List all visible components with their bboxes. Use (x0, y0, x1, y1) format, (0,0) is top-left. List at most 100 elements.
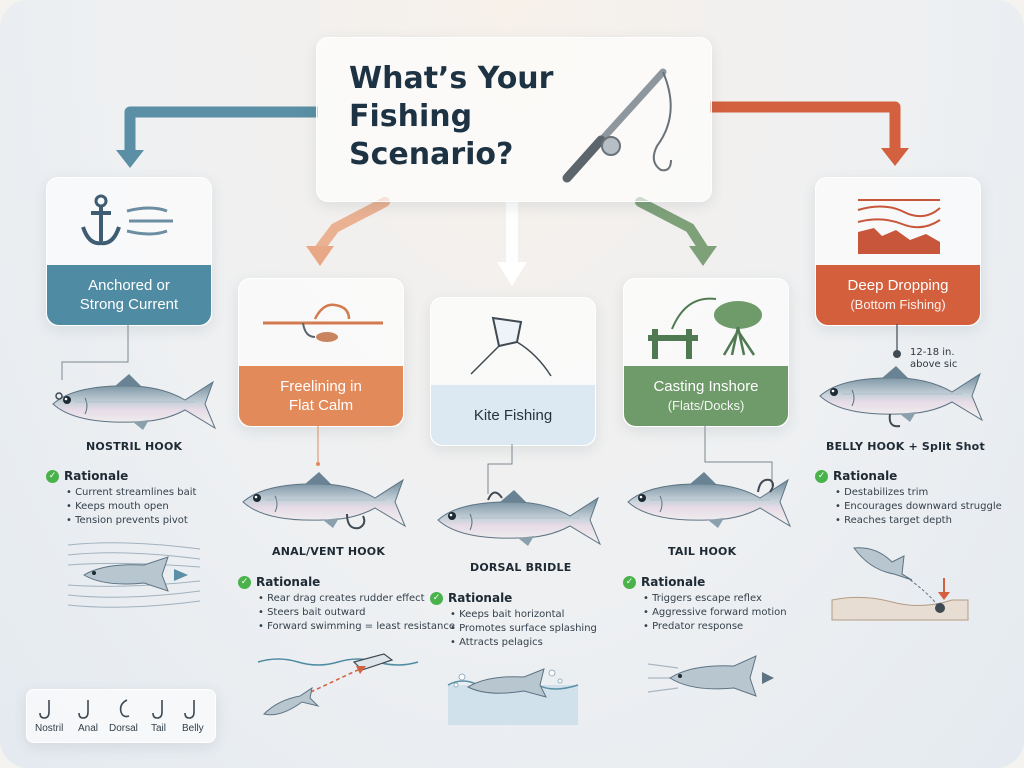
scenario-label-anchored-line1: Anchored or (88, 277, 170, 294)
rationale-casting: ✓ Rationale Triggers escape reflex Aggres… (623, 574, 787, 634)
title-line-3: Scenario? (349, 137, 514, 172)
legend-label-nostril: Nostril (35, 723, 64, 734)
check-icon: ✓ (46, 469, 59, 483)
scenario-label-deep-line1: Deep Dropping (847, 277, 949, 294)
bait-fish-nostril (52, 373, 216, 431)
scenario-label-freelining-line1: Freelining in (280, 378, 362, 395)
arrow-to-casting (635, 197, 708, 253)
hook-label-belly: BELLY HOOK + Split Shot (826, 440, 985, 453)
freelining-illustration (257, 653, 419, 716)
hook-label-nostril: NOSTRIL HOOK (86, 440, 183, 453)
dock-and-mangrove-icon (648, 297, 762, 359)
scenario-card-kite: Kite Fishing (430, 297, 596, 446)
nostril-hook-icon (39, 700, 50, 719)
hook-label-anal: ANAL/VENT HOOK (272, 545, 386, 558)
scenario-label-anchored-line2: Strong Current (79, 296, 179, 313)
rationale-title-kite: Rationale (448, 591, 513, 605)
rationale-point-anchored-3: Tension prevents pivot (66, 514, 196, 528)
legend-label-dorsal: Dorsal (109, 723, 138, 734)
arrow-to-freelining (315, 197, 390, 253)
scenario-label-freelining-line2: Flat Calm (288, 397, 354, 414)
scenario-card-casting: Casting Inshore (Flats/Docks) (623, 278, 789, 427)
legend-label-anal: Anal (78, 723, 99, 734)
depth-note-line2: above sic (910, 359, 958, 370)
tail-hook-icon (152, 700, 163, 719)
bait-fish-anal (242, 471, 406, 530)
legend-label-belly: Belly (182, 723, 204, 734)
rationale-point-casting-3: Predator response (643, 620, 787, 634)
anchor-and-current-icon (81, 194, 173, 246)
hook-icons (39, 699, 195, 719)
arrow-head-casting (689, 246, 717, 266)
scenario-band-deep: Deep Dropping (Bottom Fishing) (816, 265, 980, 325)
scenario-band-casting: Casting Inshore (Flats/Docks) (624, 366, 788, 426)
rationale-deep: ✓ Rationale Destabilizes trim Encourages … (815, 468, 1002, 528)
rationale-title-anchored: Rationale (64, 469, 129, 483)
bait-fish-tail (627, 471, 791, 529)
rationale-point-anchored-2: Keeps mouth open (66, 500, 196, 514)
rationale-freelining: ✓ Rationale Rear drag creates rudder effe… (238, 574, 455, 634)
rationale-point-freelining-1: Rear drag creates rudder effect (258, 592, 455, 606)
scenario-label-deep-line2: (Bottom Fishing) (850, 297, 946, 312)
rationale-point-freelining-2: Steers bait outward (258, 606, 455, 620)
scenario-card-deep: Deep Dropping (Bottom Fishing) (815, 177, 981, 326)
scenario-label-kite: Kite Fishing (473, 406, 553, 424)
rationale-title-deep: Rationale (833, 469, 898, 483)
depth-note-line1: 12-18 in. (910, 347, 955, 358)
rationale-point-kite-3: Attracts pelagics (450, 636, 597, 650)
rationale-point-casting-2: Aggressive forward motion (643, 606, 787, 620)
escape-reflex-illustration (647, 655, 774, 697)
check-icon: ✓ (430, 591, 443, 605)
scenario-band-kite: Kite Fishing (431, 385, 595, 445)
arrow-to-deep (710, 101, 901, 150)
rationale-kite: ✓ Rationale Keeps bait horizontal Promote… (430, 590, 597, 650)
rationale-title-casting: Rationale (641, 575, 706, 589)
rationale-point-deep-2: Encourages downward struggle (835, 500, 1002, 514)
rationale-point-freelining-3: Forward swimming = least resistance (258, 620, 455, 634)
hook-on-line-icon (263, 303, 383, 342)
rationale-point-kite-1: Keeps bait horizontal (450, 608, 597, 622)
scenario-band-freelining: Freelining in Flat Calm (239, 366, 403, 426)
fishing-rod-icon (562, 68, 672, 183)
check-icon: ✓ (238, 575, 251, 589)
surface-splash-illustration (447, 668, 579, 725)
rationale-point-kite-2: Promotes surface splashing (450, 622, 597, 636)
arrow-head-anchored (116, 150, 144, 168)
rationale-title-freelining: Rationale (256, 575, 321, 589)
rationale-point-deep-1: Destabilizes trim (835, 486, 1002, 500)
arrow-head-deep (881, 148, 909, 166)
scenario-band-anchored: Anchored or Strong Current (47, 265, 211, 325)
current-flow-illustration (67, 542, 201, 608)
title-line-2: Fishing (349, 99, 473, 134)
anal-hook-icon (78, 700, 89, 719)
hook-label-dorsal: DORSAL BRIDLE (470, 561, 572, 574)
check-icon: ✓ (815, 469, 828, 483)
depth-profile-icon (857, 199, 941, 254)
arrow-head-kite (497, 262, 527, 286)
legend-label-tail: Tail (151, 723, 167, 734)
bait-fish-dorsal (437, 489, 601, 547)
arrow-to-anchored (124, 106, 318, 152)
scenario-card-freelining: Freelining in Flat Calm (238, 278, 404, 427)
rationale-anchored: ✓ Rationale Current streamlines bait Keep… (46, 468, 196, 528)
title-line-1: What’s Your (349, 61, 554, 96)
scenario-label-casting-line1: Casting Inshore (653, 378, 759, 395)
hook-legend: Nostril Anal Dorsal Tail Belly (26, 689, 216, 743)
belly-hook-icon (184, 700, 195, 719)
title-card: What’s Your Fishing Scenario? (316, 37, 712, 202)
rationale-point-deep-3: Reaches target depth (835, 514, 1002, 528)
bait-fish-belly (819, 365, 983, 428)
arrow-head-freelining (306, 246, 334, 266)
bottom-depth-illustration (831, 547, 969, 621)
hook-label-tail: TAIL HOOK (668, 545, 737, 558)
depth-note: 12-18 in. above sic (910, 347, 957, 371)
dorsal-hook-icon (119, 699, 130, 718)
check-icon: ✓ (623, 575, 636, 589)
rationale-point-casting-1: Triggers escape reflex (643, 592, 787, 606)
scenario-label-casting-line2: (Flats/Docks) (667, 398, 745, 413)
rationale-point-anchored-1: Current streamlines bait (66, 486, 196, 500)
kite-icon (470, 316, 552, 377)
